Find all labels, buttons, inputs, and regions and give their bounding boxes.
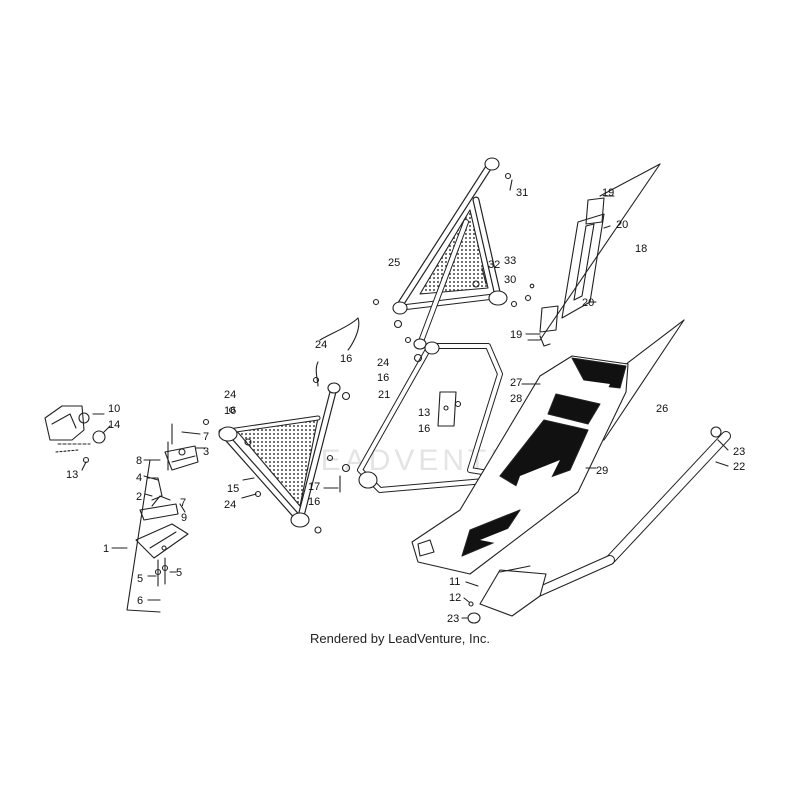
callout-c23b: 23 [447,613,459,625]
frame-fasteners [228,298,423,493]
callout-c11: 11 [449,576,460,588]
callout-c13a: 13 [66,469,78,481]
callout-c20b: 20 [582,297,594,309]
latch-assembly [135,423,206,601]
callout-c25: 25 [388,257,400,269]
callout-c13b: 13 [418,407,430,419]
render-credit-caption: Rendered by LeadVenture, Inc. [310,631,490,646]
callout-c33: 33 [504,255,516,267]
callout-c19b: 19 [510,329,522,341]
callout-c12: 12 [449,592,461,604]
callout-c32: 32 [488,259,500,271]
callout-c18: 18 [635,243,647,255]
callout-c17: 17 [308,481,320,493]
door-panel [411,319,685,575]
callout-c31: 31 [516,187,528,199]
callout-c30: 30 [504,274,516,286]
upper-door-frame [392,157,518,350]
callout-c15: 15 [227,483,239,495]
callout-c19a: 19 [602,187,614,199]
callout-c22: 22 [733,461,745,473]
callout-c16c: 16 [377,372,389,384]
callout-c16d: 16 [418,423,430,435]
door-tube-and-plate [461,426,731,624]
callout-c24b: 24 [224,499,236,511]
callout-c8: 8 [136,455,142,467]
callout-c21: 21 [378,389,390,401]
callout-c2: 2 [136,491,142,503]
callout-c3: 3 [203,446,209,458]
callout-c24a: 24 [224,389,236,401]
callout-c7b: 7 [180,497,186,509]
callout-c10: 10 [108,403,120,415]
callout-c5b: 5 [176,567,182,579]
lower-door-frame [202,382,341,534]
callout-c16a: 16 [224,405,236,417]
callout-c24d: 24 [377,357,389,369]
side-mount-bracket [44,405,111,471]
callout-c23a: 23 [733,446,745,458]
callout-c26: 26 [656,403,668,415]
callout-c4: 4 [136,472,142,484]
callout-c20a: 20 [616,219,628,231]
callout-c7a: 7 [203,431,209,443]
callout-c5a: 5 [137,573,143,585]
callout-c24c: 24 [315,339,327,351]
hinge-assembly [524,163,661,347]
callout-c16e: 16 [308,496,320,508]
callout-c9: 9 [181,512,187,524]
callout-c16b: 16 [340,353,352,365]
callout-c29: 29 [596,465,608,477]
callout-c27: 27 [510,377,522,389]
callout-c28: 28 [510,393,522,405]
callout-c6: 6 [137,595,143,607]
callout-c14: 14 [108,419,120,431]
callout-c1: 1 [103,543,109,555]
